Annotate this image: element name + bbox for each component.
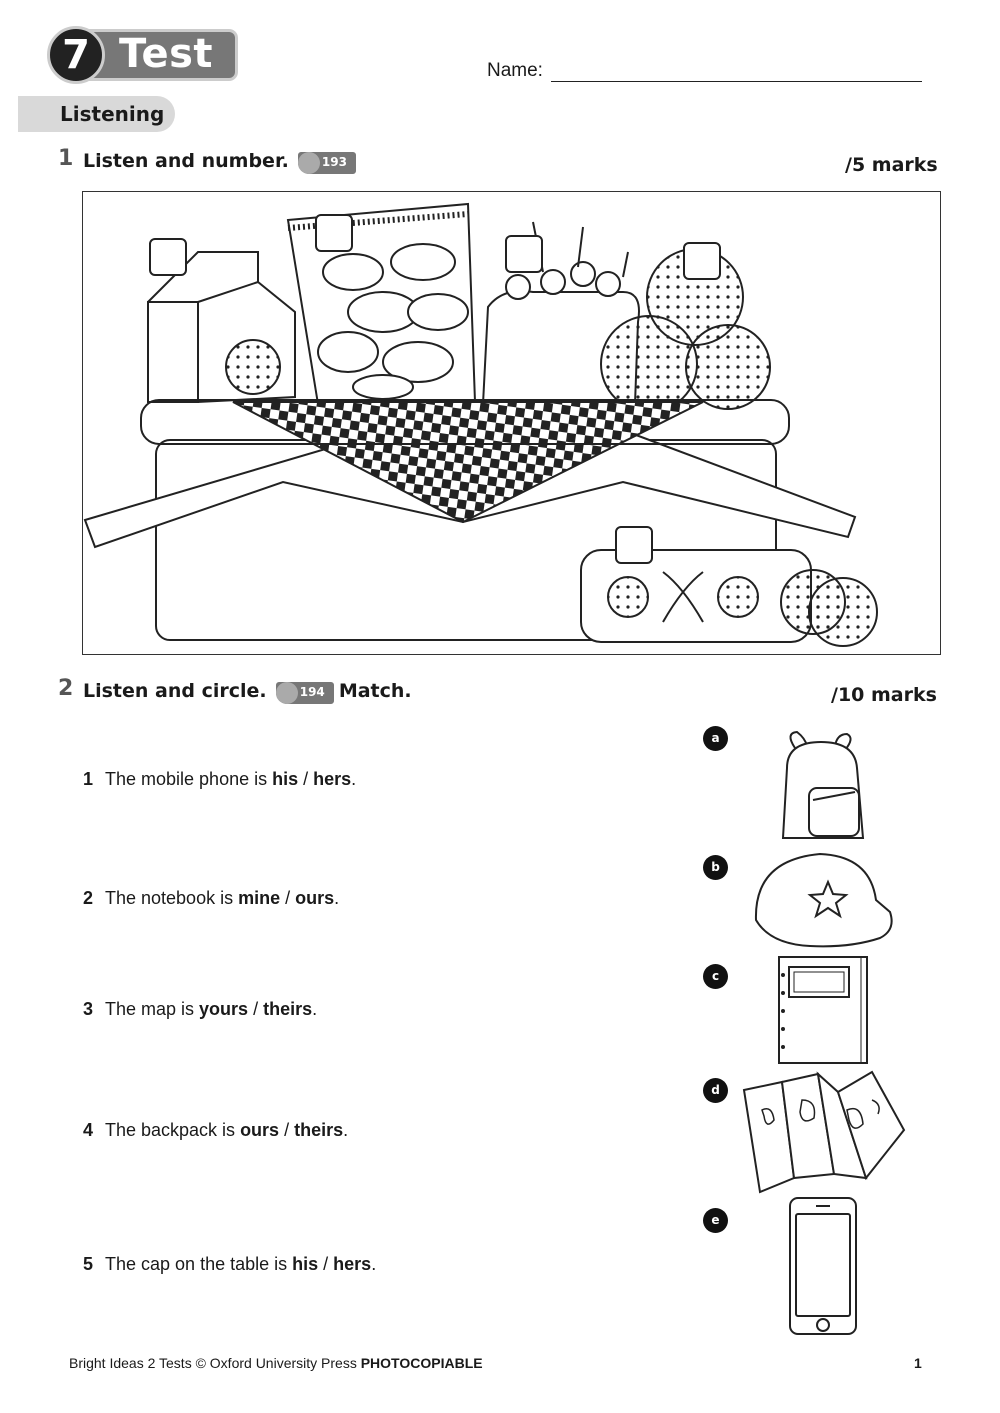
picnic-basket-picture	[82, 191, 941, 655]
biscuits-icon	[580, 549, 878, 647]
number-box-crisps[interactable]	[315, 214, 353, 252]
mobile-phone-icon	[789, 1197, 857, 1335]
number-box-biscuits[interactable]	[615, 526, 653, 564]
separator: /	[279, 1120, 295, 1140]
period: .	[351, 769, 357, 789]
audio-track-number: 193	[321, 154, 347, 169]
option-his[interactable]: his	[272, 769, 299, 789]
separator: /	[298, 769, 314, 789]
audio-track-number: 194	[299, 684, 325, 699]
audio-track-193[interactable]: 193	[297, 151, 356, 174]
question-1-text: Listen and number.	[83, 150, 289, 172]
period: .	[371, 1254, 377, 1274]
question-2-number: 2	[58, 676, 74, 701]
option-hers[interactable]: hers	[333, 1254, 372, 1274]
picnic-basket-illustration	[83, 202, 878, 647]
section-label: Listening	[60, 102, 165, 126]
number-box-carton[interactable]	[149, 238, 187, 276]
number-box-oranges[interactable]	[683, 242, 721, 280]
unit-number: 7	[47, 26, 105, 84]
item-number: 2	[83, 888, 94, 908]
number-box-sweets[interactable]	[505, 235, 543, 273]
question-1-marks: /5 marks	[845, 154, 938, 176]
page-number: 1	[914, 1355, 922, 1371]
item-number: 1	[83, 769, 94, 789]
letter-e: e	[703, 1208, 728, 1233]
question-2-instruction: Listen and circle. 194 Match.	[83, 680, 412, 704]
period: .	[343, 1120, 349, 1140]
notebook-icon	[778, 956, 868, 1064]
sentence-text: The mobile phone is	[105, 769, 273, 789]
letter-b: b	[703, 855, 728, 880]
option-theirs[interactable]: theirs	[294, 1120, 344, 1140]
speaker-icon	[297, 151, 320, 174]
item-number: 3	[83, 999, 94, 1019]
name-field[interactable]	[551, 81, 922, 82]
speaker-icon	[275, 681, 298, 704]
question-2-text: Listen and circle.	[83, 680, 267, 702]
sentence-2: 2 The notebook is mine / ours.	[83, 888, 339, 909]
letter-a: a	[703, 726, 728, 751]
question-1-number: 1	[58, 146, 74, 171]
cap-icon	[754, 852, 893, 948]
question-2-marks: /10 marks	[831, 684, 937, 706]
letter-d: d	[703, 1078, 728, 1103]
section-tab-listening: Listening	[18, 96, 175, 132]
option-ours[interactable]: ours	[295, 888, 335, 908]
separator: /	[318, 1254, 334, 1274]
option-ours[interactable]: ours	[240, 1120, 280, 1140]
test-title: Test	[119, 31, 214, 77]
crisps-bag-icon	[286, 202, 477, 406]
sentence-3: 3 The map is yours / theirs.	[83, 999, 317, 1020]
footer-credit: Bright Ideas 2 Tests © Oxford University…	[69, 1355, 483, 1371]
footer-credit-text: Bright Ideas 2 Tests © Oxford University…	[69, 1355, 361, 1371]
question-1-instruction: Listen and number. 193	[83, 150, 356, 174]
letter-c: c	[703, 964, 728, 989]
option-mine[interactable]: mine	[238, 888, 281, 908]
item-number: 4	[83, 1120, 94, 1140]
unit-test-badge: 7 Test	[47, 26, 235, 84]
photocopiable-label: PHOTOCOPIABLE	[360, 1355, 483, 1371]
sentence-text: The notebook is	[105, 888, 239, 908]
audio-track-194[interactable]: 194	[275, 681, 334, 704]
name-label: Name:	[487, 60, 543, 81]
checked-tablecloth	[232, 401, 704, 524]
sentence-text: The map is	[105, 999, 200, 1019]
option-theirs[interactable]: theirs	[263, 999, 313, 1019]
separator: /	[280, 888, 296, 908]
sentence-text: The backpack is	[105, 1120, 241, 1140]
option-yours[interactable]: yours	[199, 999, 249, 1019]
question-2-match-text: Match.	[338, 680, 412, 702]
sentence-4: 4 The backpack is ours / theirs.	[83, 1120, 348, 1141]
sentence-1: 1 The mobile phone is his / hers.	[83, 769, 356, 790]
sweets-bag-icon	[481, 221, 640, 405]
sentence-text: The cap on the table is	[105, 1254, 293, 1274]
option-his[interactable]: his	[292, 1254, 319, 1274]
item-number: 5	[83, 1254, 94, 1274]
separator: /	[248, 999, 264, 1019]
basket-rim	[140, 399, 790, 445]
oranges-icon	[600, 248, 771, 413]
sentence-5: 5 The cap on the table is his / hers.	[83, 1254, 376, 1275]
juice-carton-icon	[147, 251, 296, 404]
option-hers[interactable]: hers	[313, 769, 352, 789]
backpack-icon	[781, 730, 865, 839]
map-icon	[742, 1070, 906, 1194]
period: .	[312, 999, 318, 1019]
period: .	[334, 888, 340, 908]
